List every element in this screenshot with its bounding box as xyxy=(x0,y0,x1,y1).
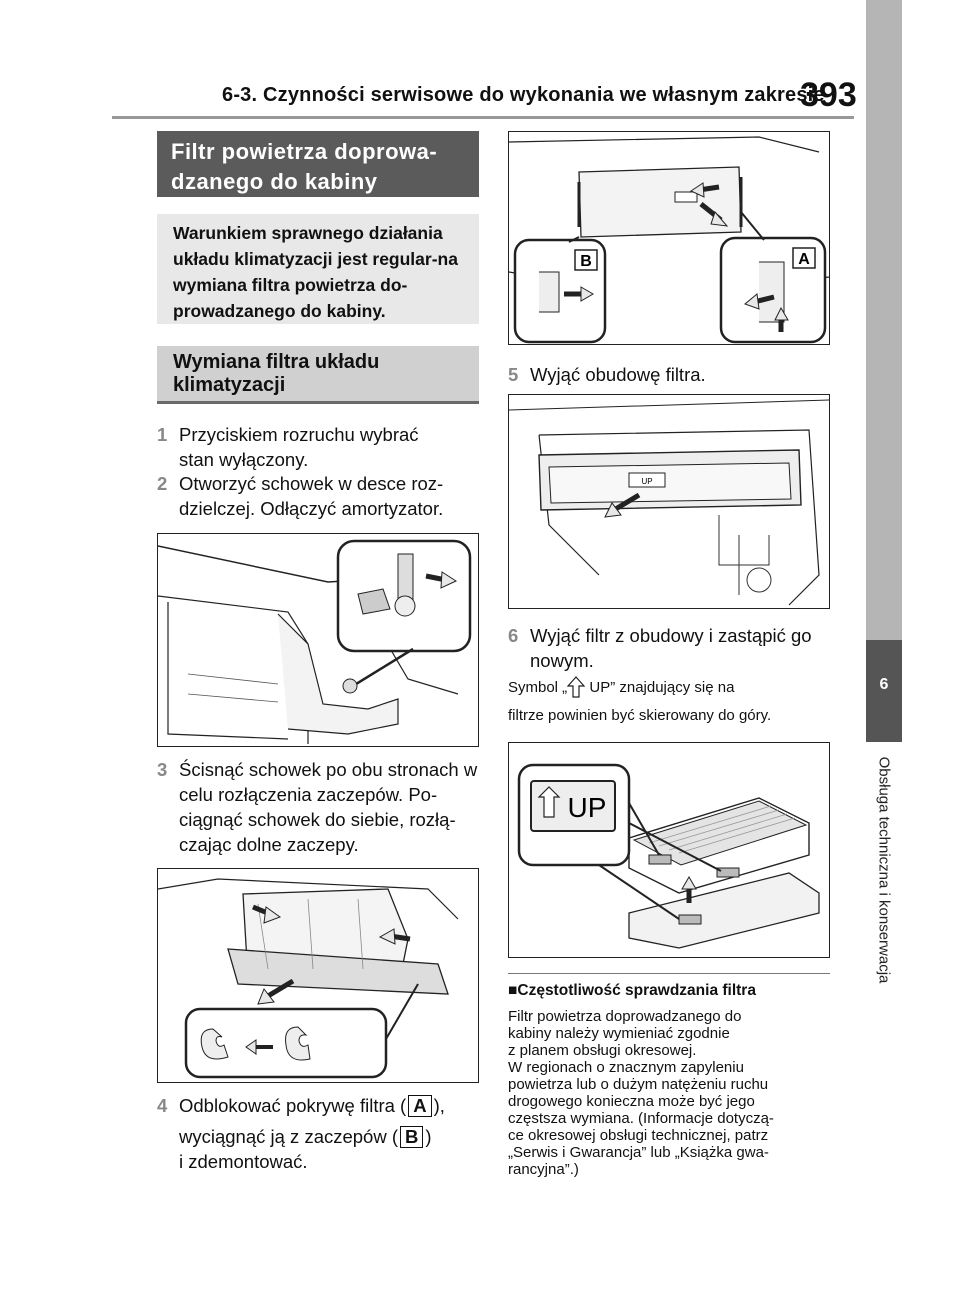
symbol-note-text: UP” znajdujący się na xyxy=(585,679,735,696)
filter-housing-illustration: UP xyxy=(509,399,829,606)
step-3: 3 Ścisnąć schowek po obu stronach w celu… xyxy=(157,757,479,857)
step-text: ) xyxy=(425,1126,432,1147)
section-title: 6-3. Czynności serwisowe do wykonania we… xyxy=(222,84,825,106)
step-text-line1: Odblokować pokrywę filtra (A), xyxy=(157,1093,479,1118)
damper-illustration xyxy=(158,539,472,744)
figure-filter-cover: B A xyxy=(508,131,830,345)
side-margin-bar xyxy=(866,0,902,640)
figure-glovebox-removal xyxy=(157,868,479,1083)
main-heading: Filtr powietrza doprowa- dzanego do kabi… xyxy=(157,131,479,197)
section-divider xyxy=(508,973,830,974)
step-number: 5 xyxy=(508,364,519,385)
step-text-line3: i zdemontować. xyxy=(179,1151,308,1172)
step-2: 2 Otworzyć schowek w desce roz-dzielczej… xyxy=(157,471,472,521)
filter-cover-illustration: B A xyxy=(509,136,829,344)
step-text: Wyjąć obudowę filtra. xyxy=(530,364,706,385)
header-divider xyxy=(112,116,854,119)
page-number: 393 xyxy=(800,76,857,114)
chapter-title: Obsługa techniczna i konserwacja xyxy=(875,756,893,984)
subsection-heading: Wymiana filtra układu klimatyzacji xyxy=(157,346,479,404)
step-number: 4 xyxy=(157,1095,168,1116)
frequency-body: Filtr powietrza doprowadzanego do kabiny… xyxy=(508,1008,774,1178)
up-mark: UP xyxy=(641,477,652,486)
square-bullet-icon: ■ xyxy=(508,982,518,999)
label-box-a: A xyxy=(408,1095,432,1117)
figure-filter-up: UP xyxy=(508,742,830,958)
callout-b: B xyxy=(580,253,592,270)
step-1: 1 Przyciskiem rozruchu wybrać stan wyłąc… xyxy=(157,422,457,472)
figure-filter-housing: UP xyxy=(508,394,830,609)
up-arrow-icon xyxy=(566,676,586,698)
symbol-note-line1: Symbol „ UP” znajdujący się na xyxy=(508,676,848,698)
symbol-note-line2: filtrze powinien być skierowany do góry. xyxy=(508,707,772,724)
figure-damper xyxy=(157,533,479,747)
step-number: 6 xyxy=(508,625,519,646)
chapter-number: 6 xyxy=(879,676,889,693)
chapter-tab xyxy=(866,640,902,742)
step-text-line2: wyciągnąć ją z zaczepów (B) xyxy=(157,1124,479,1149)
filter-up-illustration: UP xyxy=(517,763,820,949)
step-5: 5 Wyjąć obudowę filtra. xyxy=(508,362,830,387)
intro-note: Warunkiem sprawnego działania układu kli… xyxy=(157,214,479,324)
step-text: Ścisnąć schowek po obu stronach w celu r… xyxy=(179,759,478,855)
step-text: Odblokować pokrywę filtra ( xyxy=(179,1095,407,1116)
step-number: 3 xyxy=(157,759,168,780)
symbol-note: Symbol „ UP” znajdujący się na filtrze p… xyxy=(508,676,848,726)
glovebox-illustration xyxy=(158,878,459,1079)
step-text: wyciągnąć ją z zaczepów ( xyxy=(179,1126,399,1147)
step-text: Przyciskiem rozruchu wybrać stan wyłączo… xyxy=(179,424,419,470)
step-text: Wyjąć filtr z obudowy i zastąpić go nowy… xyxy=(530,625,812,671)
up-label-large: UP xyxy=(568,792,607,823)
frequency-title: ■Częstotliwość sprawdzania filtra xyxy=(508,982,756,1000)
step-4: 4 Odblokować pokrywę filtra (A), wyciągn… xyxy=(157,1093,479,1174)
step-text: Otworzyć schowek w desce roz-dzielczej. … xyxy=(179,473,444,519)
symbol-note-text: Symbol „ xyxy=(508,679,568,696)
step-number: 1 xyxy=(157,424,168,445)
label-box-b: B xyxy=(400,1126,424,1148)
step-6: 6 Wyjąć filtr z obudowy i zastąpić go no… xyxy=(508,623,830,673)
step-text: ), xyxy=(433,1095,445,1116)
frequency-title-text: Częstotliwość sprawdzania filtra xyxy=(517,982,756,999)
step-number: 2 xyxy=(157,473,168,494)
callout-a: A xyxy=(798,251,810,268)
